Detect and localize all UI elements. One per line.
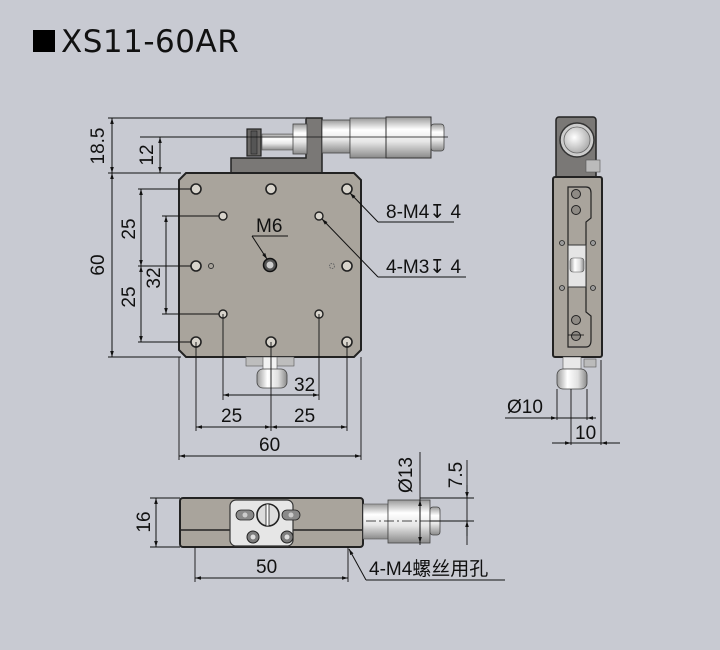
square-bullet-icon — [33, 30, 55, 52]
dim-25-right: 25 — [294, 406, 315, 427]
dim-12: 12 — [137, 144, 158, 165]
label-m4-holes: 8-M4↧ 4 — [386, 202, 461, 223]
dim-diameter-10: Ø10 — [507, 397, 543, 418]
dim-25-left: 25 — [221, 406, 242, 427]
dim-60-vertical: 60 — [88, 254, 109, 275]
label-m6: M6 — [256, 216, 282, 237]
m3-holes — [218, 211, 324, 319]
dim-60-horizontal: 60 — [259, 435, 280, 456]
dim-10-offset: 10 — [575, 423, 596, 444]
dim-diameter-13: Ø13 — [396, 457, 417, 493]
product-model: XS11-60AR — [61, 24, 240, 60]
dim-7-5: 7.5 — [446, 462, 467, 488]
dim-18-5: 18.5 — [88, 128, 109, 165]
label-mount-holes: 4-M4螺丝用孔 — [369, 558, 488, 580]
top-view: M6 8-M4↧ 4 4-M3↧ 4 18.5 12 60 25 25 — [88, 116, 466, 460]
m4-holes — [190, 183, 353, 348]
product-title: XS11-60AR — [33, 24, 239, 60]
side-view: Ø10 10 — [505, 116, 620, 445]
dim-25-upper: 25 — [119, 218, 140, 239]
dim-32-horizontal: 32 — [294, 375, 315, 396]
dim-16: 16 — [134, 511, 155, 532]
front-view: 16 50 Ø13 7.5 4-M4螺丝用孔 — [134, 452, 505, 582]
label-m3-holes: 4-M3↧ 4 — [386, 257, 461, 278]
dim-32-vertical: 32 — [144, 267, 165, 288]
dim-50: 50 — [256, 557, 277, 578]
dim-25-lower: 25 — [119, 286, 140, 307]
